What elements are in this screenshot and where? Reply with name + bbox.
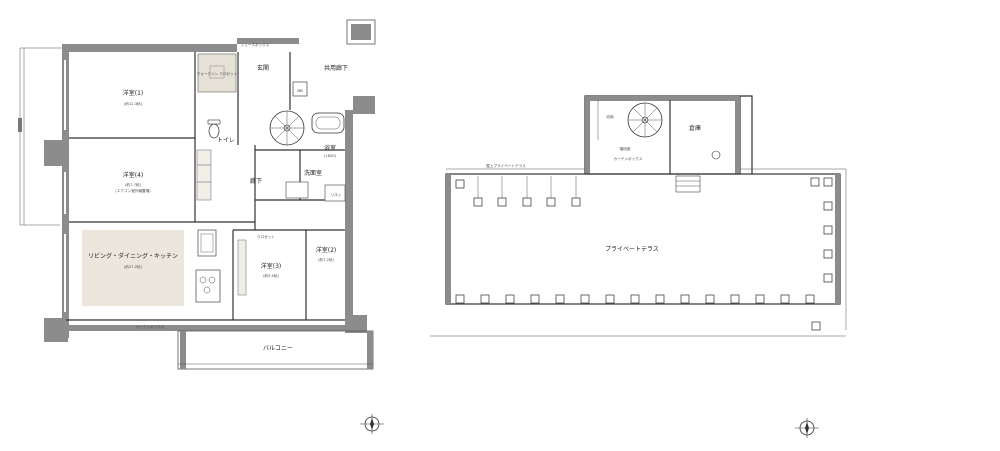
pergola-column [455,179,465,189]
pergola-column [571,176,581,207]
top-wall-2 [237,38,299,44]
western-room-2-label: 洋室(2) [316,246,337,254]
private-terrace-label: プライベートテラス [605,246,659,253]
pergola-column [823,225,833,235]
pergola-column [823,249,833,259]
bath-label: 浴室 [324,144,336,152]
roof-parapet-right [740,95,753,174]
pergola-column [655,294,665,304]
shaft-top [346,19,376,45]
pergola-column [473,176,483,207]
pergola-column [705,294,715,304]
pergola-column [823,201,833,211]
pergola-column [605,294,615,304]
toilet-label: トイレ [217,137,235,144]
western-room-1-size: (約12.3帖) [124,101,143,106]
stove-icon [199,276,216,294]
spiral-stair-icon [269,110,305,146]
washroom-label: 洗面室 [304,169,322,177]
shared-hall-label: 共用廊下 [324,64,348,72]
laundry-pan [324,184,346,202]
sink-icon [200,233,214,253]
pergola-column [630,294,640,304]
pergola-column [522,176,532,207]
western-room-2-size: (約7.2帖) [318,257,334,262]
top-wall [62,44,237,52]
hallway-label: 廊下 [250,177,262,185]
pergola-column [555,294,565,304]
interior-walls [66,52,345,321]
roof-storage-label: 収納 [606,114,614,119]
ldk-highlight [82,230,184,306]
south-wall [62,325,352,331]
main-floor-plan: バルコニー ウォークイン クロゼット [18,19,384,434]
walk-in-closet [197,53,237,93]
closet-label: クロゼット [257,234,275,239]
walk-in-closet-label: ウォークイン クロゼット [197,71,238,76]
pergola-columns [455,176,833,331]
compass-icon [795,418,819,438]
bathtub-icon [311,112,345,134]
drain-icon [711,150,721,160]
compass-icon [360,414,384,434]
pergola-column [546,176,556,207]
east-wall [345,110,353,320]
western-room-3-label: 洋室(3) [261,262,282,270]
western-room-4-size: (約7.7帖) [125,182,141,187]
left-balcony [18,47,72,226]
pergola-column [730,294,740,304]
pergola-column [530,294,540,304]
shoe-closet-label: シューズボックス [241,42,270,47]
terrace-note-label: 屋上プライベートテラス [486,163,526,168]
mb-box [292,81,308,97]
pergola-column [455,294,465,304]
shaft-core [351,24,371,40]
pergola-column [755,294,765,304]
pergola-column [505,294,515,304]
pergola-column [805,294,815,304]
roof-spiral-stair-icon [627,102,663,138]
mb-label: MB [297,89,303,93]
pergola-column [810,177,820,187]
pergola-column [823,273,833,283]
roof-floor-plan: 階段室 収納 倉庫 カーテンボックス [430,95,847,438]
column-nw [44,140,68,166]
linen-label: リネン [331,192,342,197]
private-terrace [445,173,841,305]
pergola-column [580,294,590,304]
roof-curtain-box-label: カーテンボックス [614,156,643,161]
stair-room-block [584,95,741,175]
pergola-column [780,294,790,304]
storage-label: 倉庫 [689,124,701,132]
pergola-column [497,176,507,207]
pergola-column [811,321,821,331]
ldk-size: (約27.2帖) [124,264,143,269]
room4-closets [196,149,212,201]
ldk-label: リビング・ダイニング・キッチン [88,252,178,260]
pergola-column [480,294,490,304]
wash-basin [285,181,309,199]
western-room-4-note: (エアコン室外機置場) [115,188,151,193]
toilet-icon [207,119,221,139]
bath-size-label: (1620) [324,154,337,158]
entrance-label: 玄関 [257,64,269,72]
stair-room-label: 階段室 [620,146,631,151]
western-room-1-label: 洋室(1) [123,89,144,97]
western-room-3-size: (約5.0帖) [263,273,279,278]
western-room-4-label: 洋室(4) [123,171,144,179]
south-balcony [177,330,374,370]
balcony-label: バルコニー [263,345,293,352]
column-ne [353,96,375,114]
kitchen [195,229,247,303]
pergola-column [823,177,833,187]
curtain-box-label: カーテンボックス [136,324,165,329]
terrace-step [675,175,701,193]
pergola-column [680,294,690,304]
